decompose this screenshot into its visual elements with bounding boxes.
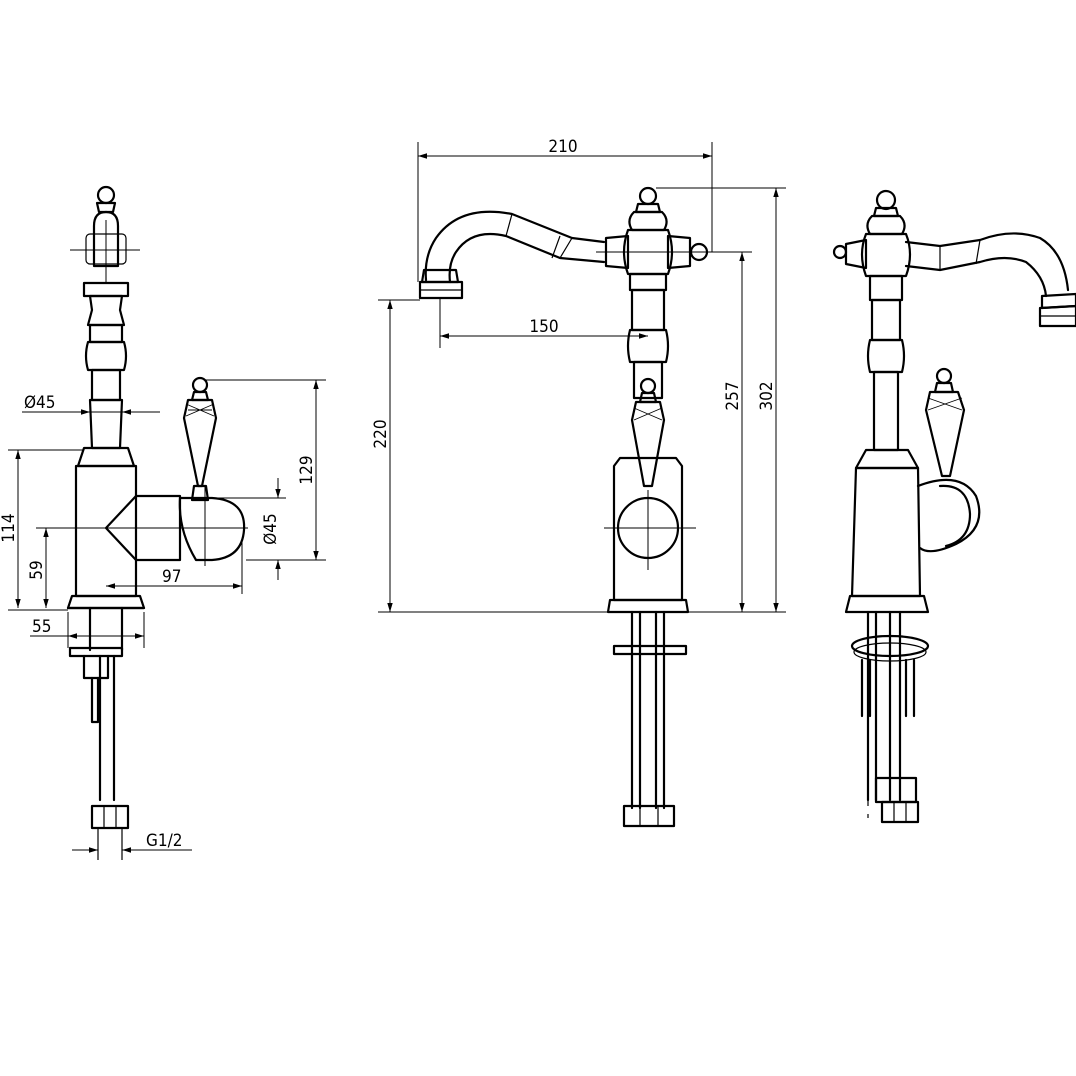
- side-view: Ø45 114 59 55 97 129 Ø45 G1/2: [0, 185, 326, 860]
- front-view: 210 150 220 257 302: [371, 137, 786, 828]
- dim-220: 220: [371, 419, 391, 448]
- dim-114: 114: [0, 513, 19, 542]
- dim-59: 59: [27, 560, 47, 579]
- dim-diameter-45-top: Ø45: [24, 393, 56, 413]
- dim-g1-2: G1/2: [146, 831, 182, 851]
- dim-302: 302: [757, 381, 777, 410]
- dim-129: 129: [297, 455, 317, 484]
- dim-210: 210: [548, 137, 577, 157]
- dim-150: 150: [529, 317, 558, 337]
- perspective-view: [832, 189, 1076, 824]
- dim-diameter-45-side: Ø45: [261, 513, 281, 545]
- dim-257: 257: [723, 381, 743, 410]
- dim-55: 55: [32, 617, 51, 637]
- dim-97: 97: [162, 567, 181, 587]
